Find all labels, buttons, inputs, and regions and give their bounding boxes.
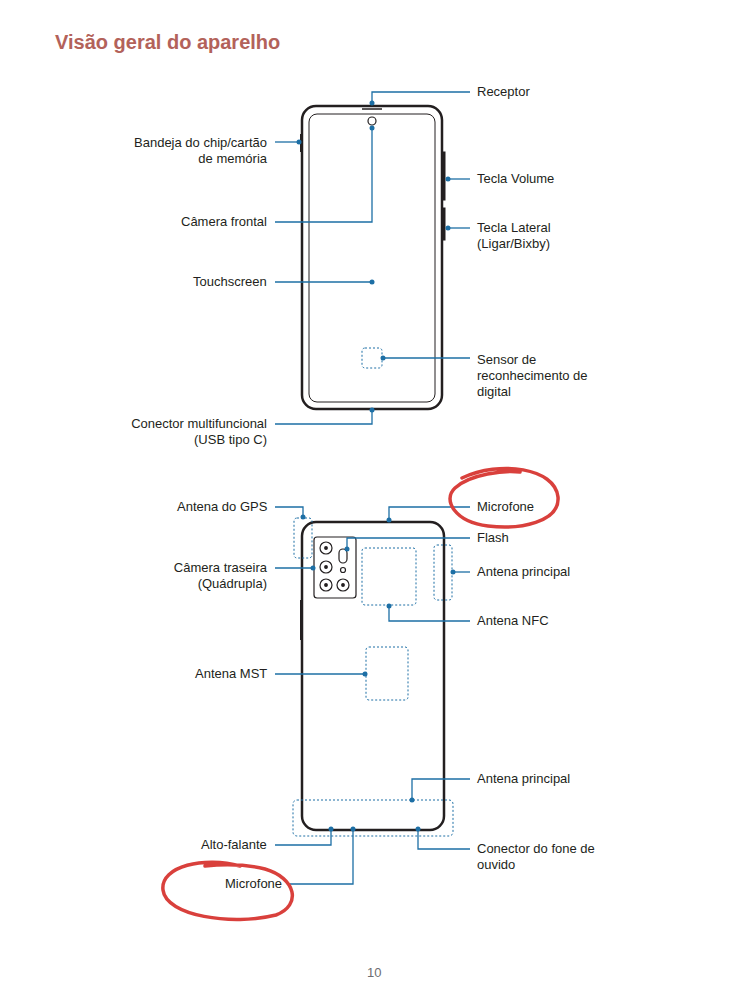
side-key <box>442 208 445 240</box>
camera-lenses <box>320 542 349 591</box>
camera-module <box>314 537 356 598</box>
callout-label: Antena MST <box>195 666 267 682</box>
mst-antenna <box>366 647 408 700</box>
callout-label: Flash <box>477 530 509 546</box>
receiver-slot <box>362 108 382 110</box>
callout-label: Conector multifuncional (USB tipo C) <box>112 416 267 448</box>
callout-label: Microfone <box>477 499 534 515</box>
volume-key <box>442 152 445 200</box>
fingerprint-sensor <box>362 348 382 368</box>
callout-label: Antena principal <box>477 564 570 580</box>
callout-label: Antena NFC <box>477 613 549 629</box>
leader-dots <box>297 101 456 832</box>
main-antenna-bottom <box>293 800 453 836</box>
side-edge <box>300 600 302 640</box>
callout-label: Câmera frontal <box>181 214 267 230</box>
page-title: Visão geral do aparelho <box>55 31 280 54</box>
callout-label: Antena principal <box>477 771 570 787</box>
main-antenna <box>434 545 452 600</box>
callout-label: Antena do GPS <box>177 499 267 515</box>
callout-label: Receptor <box>477 84 530 100</box>
callout-label: Sensor de reconhecimento de digital <box>477 352 595 400</box>
callout-label: Microfone <box>225 876 282 892</box>
callout-label: Câmera traseira (Quádrupla) <box>162 560 267 592</box>
nfc-antenna <box>362 548 416 605</box>
front-camera <box>368 117 376 125</box>
callout-label: Tecla Lateral (Ligar/Bixby) <box>477 220 572 252</box>
page-number: 10 <box>367 965 381 981</box>
callout-label: Conector do fone de ouvido <box>477 841 605 873</box>
callout-label: Touchscreen <box>193 274 267 290</box>
phone-back-body <box>302 522 444 830</box>
gps-antenna <box>294 518 312 558</box>
callout-label: Tecla Volume <box>477 171 554 187</box>
callout-label: Alto-falante <box>201 837 267 853</box>
leader-lines <box>275 92 470 884</box>
callout-label: Bandeja do chip/cartão de memória <box>117 135 267 167</box>
